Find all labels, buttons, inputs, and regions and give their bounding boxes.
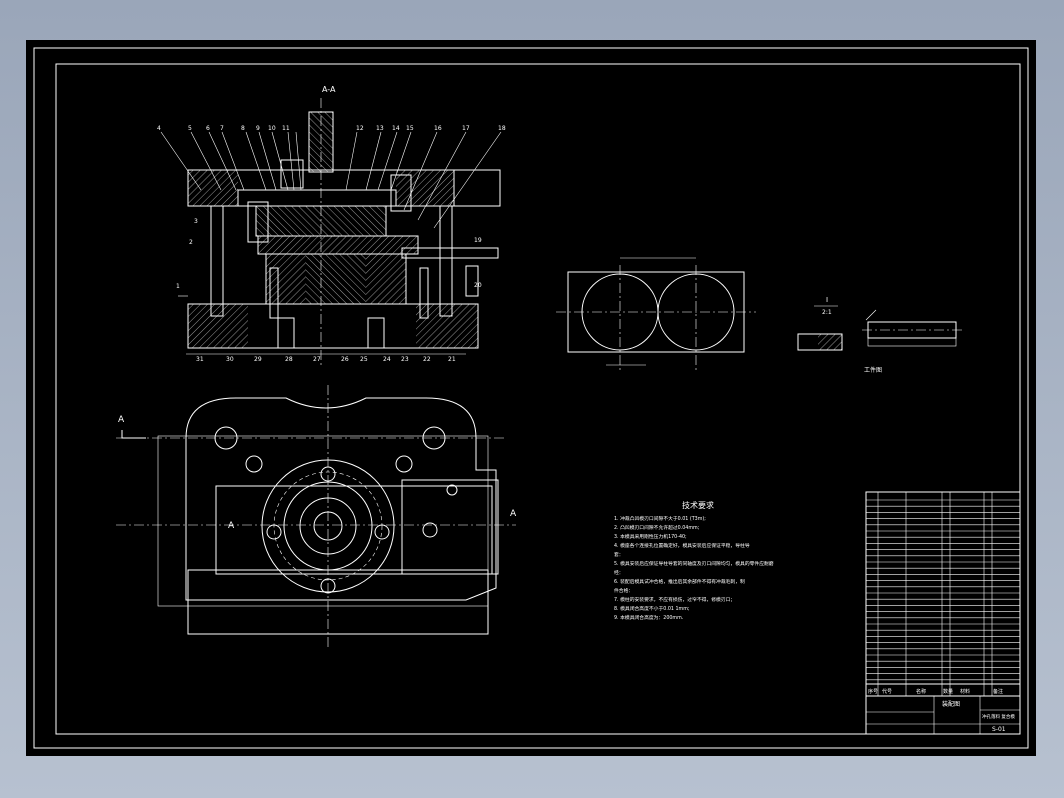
strip-layout: [556, 257, 756, 370]
tech-req-line: 5. 模具安装后应保证导柱导套的同轴度及刃口间隙均匀，模具的零件应耐磨: [614, 560, 774, 567]
part-no-28: 28: [285, 356, 293, 363]
part-no-31: 31: [196, 356, 204, 363]
tech-req-line: 4. 模座各个连接孔位置确定好，模具安装后应保证平稳，导柱导: [614, 542, 750, 549]
header-code: 代号: [882, 688, 892, 695]
drawing-sheet: A-A: [26, 40, 1036, 756]
part-no-14: 14: [392, 125, 400, 132]
part-no-1: 1: [176, 283, 180, 290]
part-no-25: 25: [360, 356, 368, 363]
part-no-3: 3: [194, 218, 198, 225]
title-block: 序号 代号 名称 数量 材料 备注 装配图 冲孔落料 复合模 S-01: [865, 491, 1021, 735]
ratio-mark: 2:1: [822, 309, 832, 316]
part-no-9: 9: [256, 125, 260, 132]
header-note: 备注: [993, 688, 1003, 695]
part-no-5: 5: [188, 125, 192, 132]
tech-req-line: 1. 冲裁凸凹模刃口间隙不大于0.01 (T3m);: [614, 515, 706, 522]
tech-req-line: 套：: [614, 551, 624, 558]
part-no-6: 6: [206, 125, 210, 132]
part-no-8: 8: [241, 125, 245, 132]
header-material: 材料: [960, 688, 970, 695]
workpiece-label: 工件图: [864, 366, 882, 374]
part-no-13: 13: [376, 125, 384, 132]
drawing-number: S-01: [992, 726, 1006, 733]
tech-req-line: 件合格：: [614, 587, 633, 594]
section-label: A-A: [322, 85, 336, 94]
tech-req-line: 经：: [614, 569, 624, 576]
part-no-10: 10: [268, 125, 276, 132]
technical-requirements: 技术要求 1. 冲裁凸凹模刃口间隙不大于0.01 (T3m); 2. 凸凹模刃口…: [614, 500, 774, 621]
part-no-23: 23: [401, 356, 409, 363]
part-no-15: 15: [406, 125, 414, 132]
drawing-name: 装配图: [942, 700, 960, 708]
tech-req-line: 3. 本模具采用刚性压力机170-40;: [614, 533, 687, 540]
part-no-12: 12: [356, 125, 364, 132]
part-no-7: 7: [220, 125, 224, 132]
part-no-22: 22: [423, 356, 431, 363]
tech-req-line: 9. 本模具闭合高度为：200mm.: [614, 614, 683, 621]
part-no-11: 11: [282, 125, 290, 132]
tech-req-line: 2. 凸凹模刃口间隙不允许超过0.04mm;: [614, 524, 700, 531]
part-no-26: 26: [341, 356, 349, 363]
cad-drawing: A-A: [33, 47, 1029, 749]
part-no-24: 24: [383, 356, 391, 363]
workpiece-drawing: I 2:1 工件图: [797, 296, 962, 374]
part-no-27: 27: [313, 356, 321, 363]
part-no-21: 21: [448, 356, 456, 363]
view-mark-a-left: A: [118, 415, 125, 425]
header-name: 名称: [916, 688, 926, 695]
tech-req-line: 6. 装配后模具试冲合格，推出后其余部件不得有冲裁毛刺，制: [614, 578, 745, 585]
plan-view: A A A: [116, 385, 517, 650]
part-no-16: 16: [434, 125, 442, 132]
header-qty: 数量: [943, 688, 953, 695]
part-no-2: 2: [189, 239, 193, 246]
tech-req-title: 技术要求: [682, 500, 714, 510]
header-no: 序号: [868, 688, 878, 695]
part-no-4: 4: [157, 125, 161, 132]
tech-req-line: 8. 模具闭合高度不小于0.01 1mm;: [614, 605, 690, 612]
part-no-30: 30: [226, 356, 234, 363]
view-mark-a-right: A: [510, 509, 517, 519]
inner-frame: [55, 63, 1021, 735]
outer-frame: [33, 47, 1029, 749]
school-name: 冲孔落料 复合模: [982, 713, 1015, 720]
view-mark-a-mid: A: [228, 521, 235, 531]
part-no-17: 17: [462, 125, 470, 132]
part-no-19: 19: [474, 237, 482, 244]
part-no-29: 29: [254, 356, 262, 363]
section-mark: I: [826, 296, 828, 304]
section-view: A-A: [157, 85, 506, 365]
part-no-18: 18: [498, 125, 506, 132]
part-no-20: 20: [474, 282, 482, 289]
tech-req-line: 7. 模柱的安装要求，不应有损伤，过窄不得，修模刃口；: [614, 596, 735, 603]
